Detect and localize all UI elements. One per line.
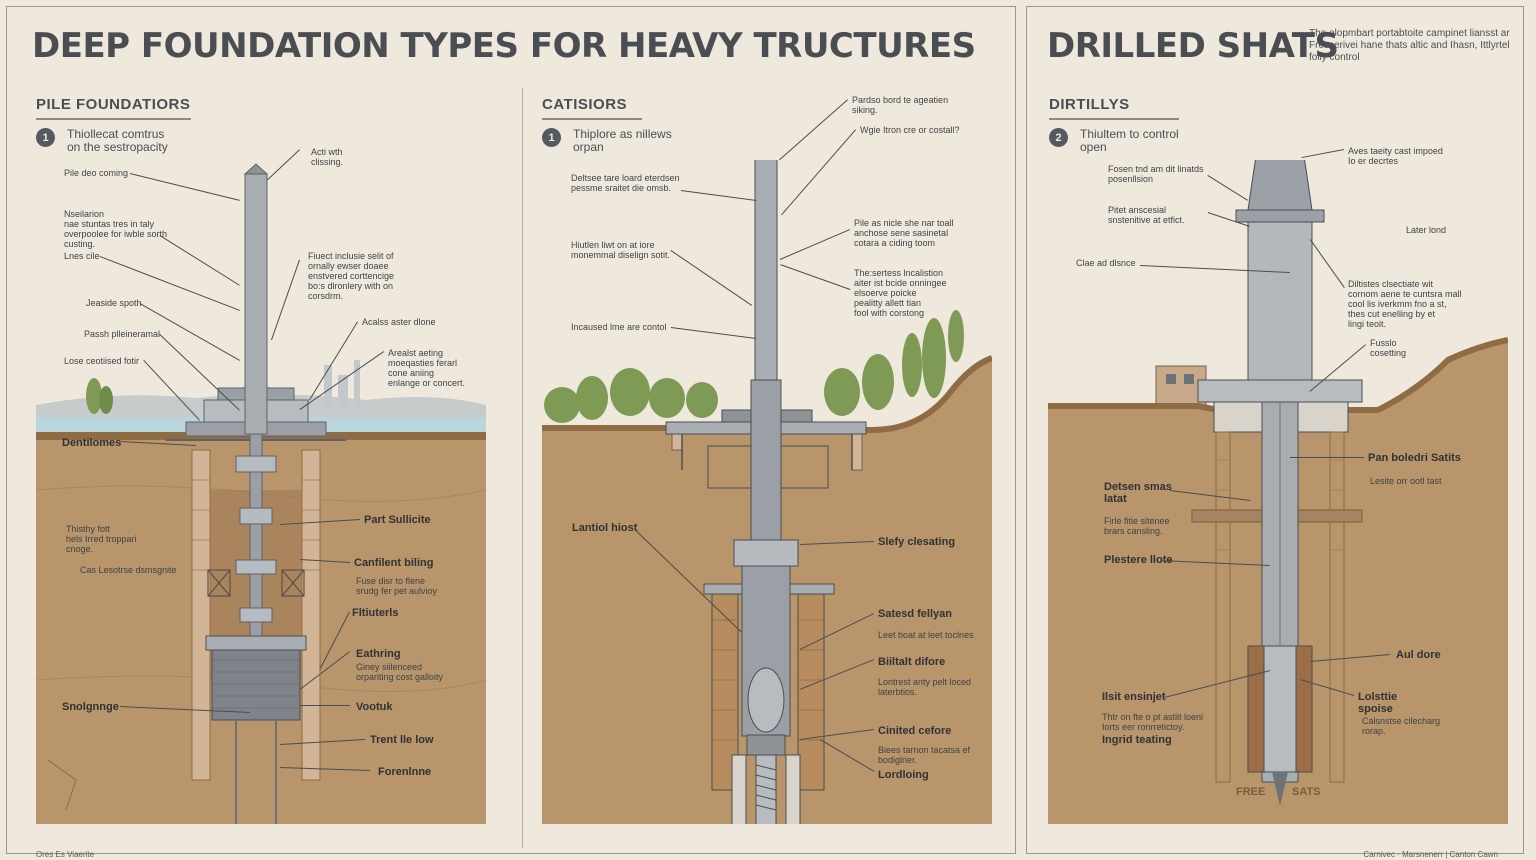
- drilled-label: Lolsttie spoise: [1358, 691, 1398, 715]
- caisson-label: The:sertess lncalistion aiter ist bcide …: [854, 268, 947, 318]
- drilled-label: Aul dore: [1396, 649, 1441, 661]
- panel-divider: [522, 88, 523, 848]
- step-number-badge: 1: [542, 128, 561, 147]
- drilled-intro: 2 Thiultem to control open: [1049, 128, 1179, 154]
- caisson-label: Pile as nicle she nar toall anchose sene…: [854, 218, 954, 248]
- caisson-label: Satesd fellyan: [878, 608, 952, 620]
- caisson-diagram: [542, 160, 992, 824]
- left-poster-frame: [6, 6, 1016, 854]
- pile-intro: 1 Thiollecat comtrus on the sestropacity: [36, 128, 168, 154]
- drilled-label: Ingrid teating: [1102, 734, 1172, 746]
- caisson-label: Slefy clesating: [878, 536, 956, 548]
- drilled-label: Ilsit ensinjet: [1102, 691, 1166, 703]
- pile-label: Part Sullicite: [364, 514, 431, 526]
- caisson-label: Lontrest anty pelt loced laterbtios.: [878, 677, 972, 697]
- pile-label: Vootuk: [356, 701, 393, 713]
- footer-credit-right: Carnivec · Marsnenerr | Canton Cawn: [1363, 850, 1498, 859]
- caisson-label: Wgie Itron cre or costall?: [860, 125, 960, 135]
- caisson-intro: 1 Thiplore as nillews orpan: [542, 128, 672, 154]
- pile-label: Acti wth clissing.: [311, 147, 344, 167]
- drilled-label: Thtr on fte o pt astiit loenl Iorts eer …: [1102, 712, 1204, 732]
- drilled-label: Later lond: [1406, 225, 1447, 235]
- section-title-caisson: CATISIORS: [542, 96, 642, 120]
- drilled-label: Lesite orr ootl tast: [1370, 476, 1442, 486]
- caisson-label: Pardso bord te ageatien siking.: [852, 95, 949, 115]
- step-number-badge: 1: [36, 128, 55, 147]
- caisson-label: Incaused lme are contol: [571, 322, 667, 332]
- pile-label: Pile deo coming: [64, 168, 129, 178]
- section-title-pile: PILE FOUNDATIORS: [36, 96, 191, 120]
- drilled-label: Diltistes clsectiate wit cornom aene te …: [1348, 279, 1462, 329]
- pile-label: Canfilent biling: [354, 557, 434, 569]
- leader-line: [300, 705, 350, 706]
- pile-label: Trent lle low: [370, 734, 434, 746]
- caisson-label: Deltsee tare loard eterdsen pessme srait…: [571, 173, 680, 193]
- drilled-label: Fusslo cosetting: [1370, 338, 1407, 358]
- drilled-intro-text: Thiultem to control open: [1080, 127, 1179, 154]
- drilled-label: Pitet anscesial snstenitive at etfict.: [1108, 205, 1185, 225]
- pile-foundation-diagram: [36, 160, 486, 824]
- pile-label: Nseilarion nae stuntas tres in taly over…: [64, 209, 168, 249]
- drilled-label: Fosen tnd am dit linatds posenllsion: [1108, 164, 1204, 184]
- caisson-label: Lordloing: [878, 769, 929, 781]
- pile-intro-text: Thiollecat comtrus on the sestropacity: [67, 127, 168, 154]
- pile-label: Passh plleineramal: [84, 329, 161, 339]
- pile-label: Fltiuterls: [352, 607, 399, 619]
- caisson-illustration: [542, 160, 992, 824]
- drilled-shaft-illustration: [1048, 160, 1508, 824]
- pile-label: Cas Lesotrse dsmsgnite: [80, 565, 177, 575]
- pile-label: Forenlnne: [378, 766, 432, 778]
- caisson-label: Leet boat at leet toclnes: [878, 630, 974, 640]
- caisson-label: Lantiol hiost: [572, 522, 638, 534]
- step-number-badge: 2: [1049, 128, 1068, 147]
- footer-credit-left: Ores Es Viaerite: [36, 850, 95, 859]
- drilled-shafts-title: DRILLED SHATS: [1047, 26, 1339, 66]
- drilled-label: Detsen smas latat: [1104, 481, 1172, 505]
- drilled-watermark-left: FREE: [1236, 786, 1266, 798]
- drilled-label: Calsnstse cilecharg rorap.: [1362, 716, 1441, 736]
- leader-line: [1290, 457, 1364, 458]
- pile-foundation-illustration: [36, 160, 486, 824]
- drilled-shaft-diagram: [1048, 160, 1508, 824]
- section-title-drilled: DIRTILLYS: [1049, 96, 1179, 120]
- drilled-label: Pan boledri Satits: [1368, 452, 1461, 464]
- pile-label: Dentilomes: [62, 437, 122, 449]
- drilled-label: Firle fitie sitenee brars cansling.: [1104, 516, 1170, 536]
- pile-label: Eathring: [356, 648, 401, 660]
- right-poster-frame: [1026, 6, 1524, 854]
- main-title: DEEP FOUNDATION TYPES FOR HEAVY TRUCTURE…: [32, 26, 976, 66]
- pile-label: Jeaside spoth: [86, 298, 142, 308]
- drilled-label: Clae ad dlsnce: [1076, 258, 1136, 268]
- pile-label: Giney siilenceed orpariting cost galloit…: [356, 662, 444, 682]
- pile-label: Arealst aeting moeqasties ferarl cone an…: [388, 348, 466, 388]
- caisson-label: Biiltalt difore: [878, 656, 946, 668]
- drilled-label: Aves taeity cast impoed Io er decrtes: [1348, 146, 1443, 166]
- drilled-shafts-blurb: The elopmbart portabtoite campinet lians…: [1309, 28, 1510, 63]
- pile-label: Fuse disr to flene srudg fer pet aulvioy: [356, 576, 438, 596]
- pile-label: Snolgnnge: [62, 701, 119, 713]
- pile-label: Fiuect inclusie selit of ornally ewser d…: [308, 251, 395, 301]
- caisson-label: Hiutlen liwt on at iore monemmal diselig…: [571, 240, 671, 260]
- pile-label: Acalss aster dlone: [362, 317, 436, 327]
- caisson-intro-text: Thiplore as nillews orpan: [573, 127, 672, 154]
- caisson-label: Biees tarnon tacatsa ef bodiglrier.: [878, 745, 971, 765]
- caisson-label: Cinited cefore: [878, 725, 952, 737]
- pile-label: Lnes cile: [64, 251, 100, 261]
- drilled-watermark-right: SATS: [1292, 786, 1321, 798]
- pile-label: Lose ceotiised fotir: [64, 356, 140, 366]
- pile-label: Thisthy fott hels Irred troppari cnoge.: [66, 524, 137, 554]
